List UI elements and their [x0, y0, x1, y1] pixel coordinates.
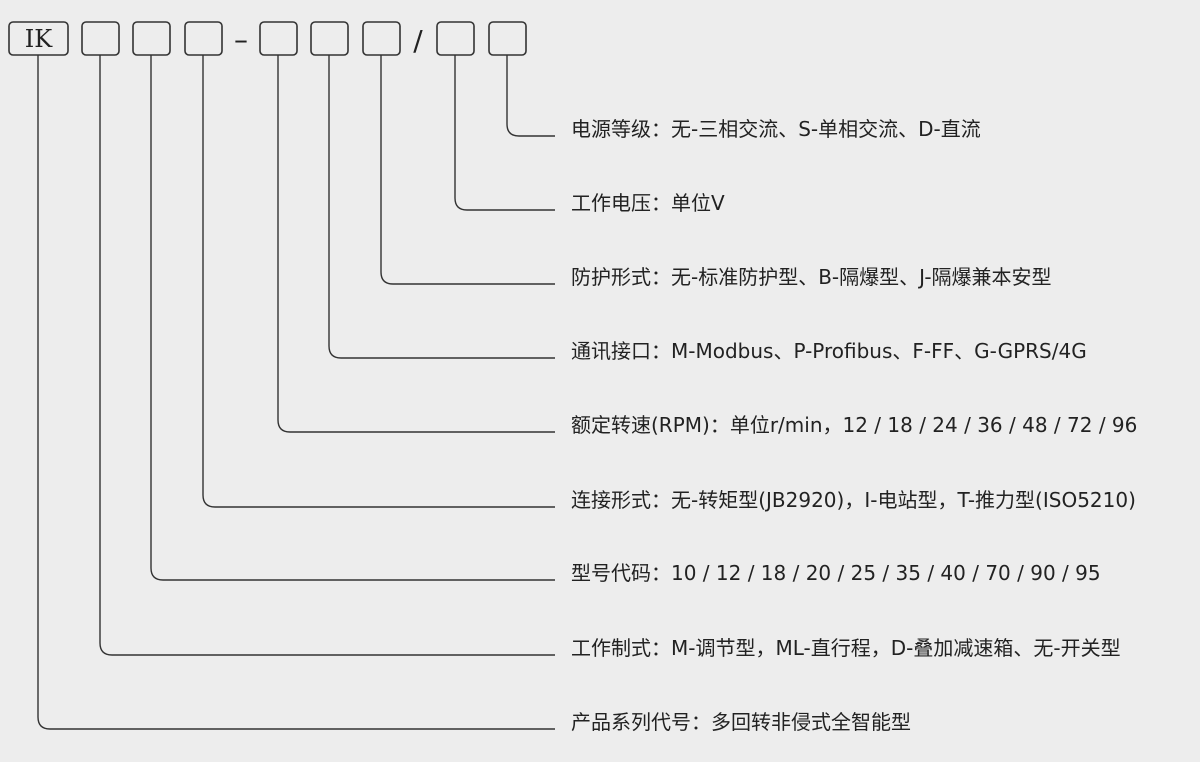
leader-line-rated-speed — [277, 55, 555, 433]
leader-line-comm-interface — [328, 55, 555, 359]
field-working-voltage: 工作电压：单位V — [571, 191, 725, 215]
field-descriptions: 电源等级：无-三相交流、S-单相交流、D-直流 工作电压：单位V 防护形式：无-… — [571, 117, 1137, 734]
leader-line-working-mode — [99, 55, 555, 656]
field-working-mode: 工作制式：M-调节型，ML-直行程，D-叠加减速箱、无-开关型 — [571, 636, 1121, 660]
slash-separator: / — [413, 24, 423, 57]
code-box-power-class — [488, 21, 527, 56]
field-comm-interface: 通讯接口：M-Modbus、P-Profibus、F-FF、G-GPRS/4G — [571, 339, 1087, 363]
leader-line-connection-type — [202, 55, 555, 508]
dash-separator: – — [234, 23, 248, 56]
field-product-series: 产品系列代号：多回转非侵式全智能型 — [571, 710, 911, 734]
code-box-protection-type — [362, 21, 401, 56]
leader-line-model-code — [150, 55, 555, 581]
field-rated-speed: 额定转速(RPM)：单位r/min，12 / 18 / 24 / 36 / 48… — [571, 413, 1137, 437]
field-connection-type: 连接形式：无-转矩型(JB2920)，I-电站型，T-推力型(ISO5210) — [571, 488, 1136, 512]
leader-line-protection-type — [380, 55, 555, 285]
code-boxes: IK – / — [8, 21, 527, 57]
code-box-model-code — [132, 21, 171, 56]
leader-line-working-voltage — [454, 55, 555, 211]
code-box-connection-type — [184, 21, 223, 56]
code-prefix-text: IK — [25, 25, 53, 53]
field-protection-type: 防护形式：无-标准防护型、B-隔爆型、J-隔爆兼本安型 — [571, 265, 1052, 289]
code-box-comm-interface — [310, 21, 349, 56]
field-model-code: 型号代码：10 / 12 / 18 / 20 / 25 / 35 / 40 / … — [571, 561, 1101, 585]
leader-line-power-class — [506, 55, 555, 137]
code-box-working-voltage — [436, 21, 475, 56]
leader-line-product-series — [37, 55, 555, 730]
code-box-working-mode — [81, 21, 120, 56]
leader-lines — [37, 55, 555, 730]
code-box-rated-speed — [259, 21, 298, 56]
field-power-class: 电源等级：无-三相交流、S-单相交流、D-直流 — [571, 117, 981, 141]
